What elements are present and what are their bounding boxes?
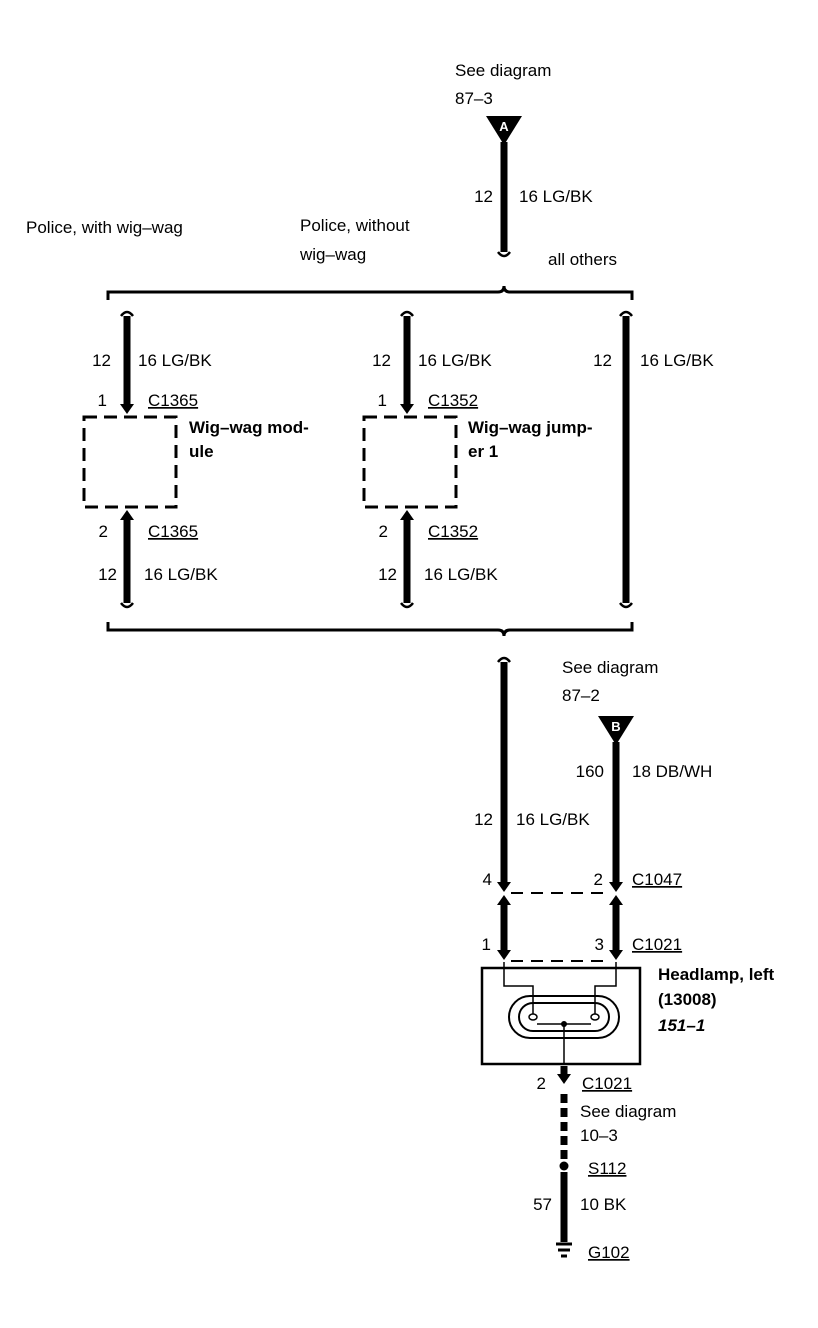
others-top-break-icon — [619, 310, 633, 317]
jumper-out-break-icon — [400, 602, 414, 609]
lamp-feed-break-icon — [497, 656, 511, 663]
module-in-circuit-label: 12 — [92, 351, 111, 370]
c1047-right-pin-icon — [609, 882, 623, 892]
c1021-left-pin-icon — [497, 950, 511, 960]
c1021-right-pin-label: 3 — [595, 935, 604, 954]
splice-s112-label: S112 — [588, 1159, 626, 1178]
jumper-in-color-label: 16 LG/BK — [418, 351, 492, 370]
headlamp-page-ref: 151–1 — [658, 1016, 705, 1035]
module-out-pin-label: 2 — [99, 522, 108, 541]
jumper-in-pin-label: 1 — [378, 391, 387, 410]
top-option-brace — [106, 285, 634, 300]
c1047-connector-label: C1047 — [632, 870, 682, 889]
wigwag-jumper-box — [362, 415, 458, 509]
ref-b-letter: B — [611, 719, 620, 734]
others-color-label: 16 LG/BK — [640, 351, 714, 370]
wigwag-module-name-line1: Wig–wag mod- — [189, 418, 309, 437]
module-out-break-icon — [120, 602, 134, 609]
jumper-in-pin-icon — [400, 404, 414, 414]
c1021-gnd-pin-label: 2 — [537, 1074, 546, 1093]
ref-a-letter: A — [499, 119, 509, 134]
jumper-out-circuit-label: 12 — [378, 565, 397, 584]
jumper-out-pin-icon — [400, 510, 414, 520]
c1021-connector-label: C1021 — [632, 935, 682, 954]
ref-a-page-label: 87–3 — [455, 89, 493, 108]
feed-break-icon — [497, 251, 511, 258]
module-in-pin-icon — [120, 404, 134, 414]
module-in-break-icon — [120, 310, 134, 317]
splice-s112-icon — [559, 1161, 569, 1171]
jumper-in-break-icon — [400, 310, 414, 317]
feed-circuit-label: 12 — [474, 187, 493, 206]
c1021-right-pin-icon — [609, 950, 623, 960]
bottom-option-brace — [106, 622, 634, 637]
c1047-right-pin-icon-lower — [609, 895, 623, 905]
headlamp-box — [480, 966, 642, 1066]
ref-b-see-label: See diagram — [562, 658, 658, 677]
headlamp-name-line2: (13008) — [658, 990, 717, 1009]
hi-beam-circuit-label: 160 — [576, 762, 604, 781]
c1047-left-pin-icon-lower — [497, 895, 511, 905]
jumper-out-pin-label: 2 — [379, 522, 388, 541]
ref-a-triangle-icon — [486, 116, 522, 145]
option-with-wigwag: Police, with wig–wag — [26, 218, 183, 237]
ref-b-triangle-icon — [598, 716, 634, 745]
headlamp-internal-hi-lead — [594, 962, 617, 1014]
c1021-left-pin-label: 1 — [482, 935, 491, 954]
module-out-connector-label: C1365 — [148, 522, 198, 541]
lamp-feed-color-label: 16 LG/BK — [516, 810, 590, 829]
c1047-left-pin-label: 4 — [483, 870, 492, 889]
ground-g102-label: G102 — [588, 1243, 630, 1262]
ground-ref-page-label: 10–3 — [580, 1126, 618, 1145]
others-bottom-break-icon — [619, 602, 633, 609]
wigwag-jumper-name-line2: er 1 — [468, 442, 498, 461]
lamp-feed-circuit-label: 12 — [474, 810, 493, 829]
ground-circuit-label: 57 — [533, 1195, 552, 1214]
jumper-in-connector-label: C1352 — [428, 391, 478, 410]
wigwag-jumper-name-line1: Wig–wag jump- — [468, 418, 593, 437]
headlamp-internal-lo-lead — [503, 962, 534, 1014]
wigwag-module-name-line2: ule — [189, 442, 214, 461]
module-in-color-label: 16 LG/BK — [138, 351, 212, 370]
c1021-gnd-pin-icon — [557, 1074, 571, 1084]
hi-beam-color-label: 18 DB/WH — [632, 762, 712, 781]
feed-color-label: 16 LG/BK — [519, 187, 593, 206]
ground-color-label: 10 BK — [580, 1195, 627, 1214]
option-without-wigwag-line2: wig–wag — [299, 245, 366, 264]
ref-b-page-label: 87–2 — [562, 686, 600, 705]
module-in-connector-label: C1365 — [148, 391, 198, 410]
others-circuit-label: 12 — [593, 351, 612, 370]
module-out-circuit-label: 12 — [98, 565, 117, 584]
wigwag-module-box — [82, 415, 178, 509]
jumper-in-circuit-label: 12 — [372, 351, 391, 370]
ref-a-see-label: See diagram — [455, 61, 551, 80]
jumper-out-connector-label: C1352 — [428, 522, 478, 541]
headlamp-filament-right-icon — [590, 1013, 600, 1021]
option-all-others: all others — [548, 250, 617, 269]
module-in-pin-label: 1 — [98, 391, 107, 410]
headlamp-filament-left-icon — [528, 1013, 538, 1021]
c1021-gnd-connector-label: C1021 — [582, 1074, 632, 1093]
option-without-wigwag-line1: Police, without — [300, 216, 410, 235]
c1047-right-pin-label: 2 — [594, 870, 603, 889]
jumper-out-color-label: 16 LG/BK — [424, 565, 498, 584]
c1047-left-pin-icon — [497, 882, 511, 892]
module-out-color-label: 16 LG/BK — [144, 565, 218, 584]
headlamp-name-line1: Headlamp, left — [658, 965, 775, 984]
ground-ref-see-label: See diagram — [580, 1102, 676, 1121]
module-out-pin-icon — [120, 510, 134, 520]
ground-g102-icon — [556, 1242, 572, 1258]
